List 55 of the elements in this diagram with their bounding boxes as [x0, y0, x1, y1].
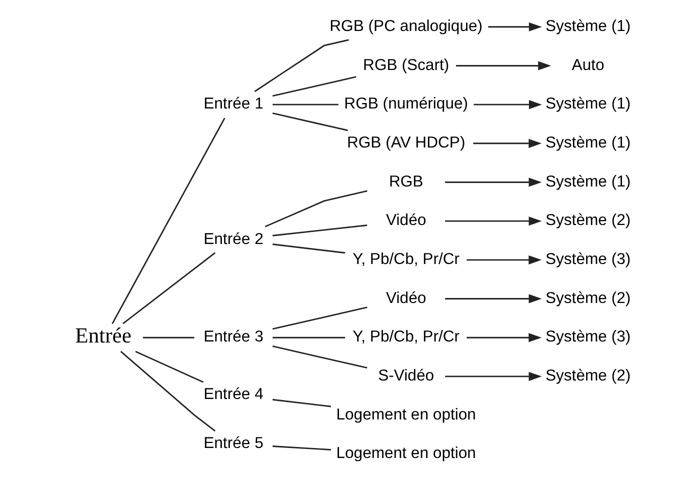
- arrow: [444, 372, 542, 381]
- connector: [264, 190, 367, 228]
- node-text: RGB (numérique): [344, 96, 468, 113]
- connector: [142, 336, 194, 338]
- connector: [272, 346, 367, 369]
- connector: [272, 104, 338, 106]
- node-text: Auto: [571, 56, 604, 74]
- node-text: RGB (PC analogique): [329, 18, 482, 35]
- node-text: Entrée 2: [203, 230, 263, 248]
- arrow: [456, 61, 551, 70]
- node-text: Système (3): [544, 250, 630, 268]
- node-text: S-Vidéo: [378, 367, 434, 384]
- arrow: [444, 178, 542, 187]
- arrow: [466, 255, 542, 264]
- node-text: Entrée 4: [203, 386, 263, 404]
- arrow: [473, 100, 542, 110]
- node-text: Système (1): [544, 18, 630, 35]
- node-text: Entrée 3: [203, 328, 263, 346]
- arrow: [472, 138, 542, 148]
- connector: [272, 76, 356, 97]
- connector: [272, 224, 367, 236]
- connector: [272, 446, 330, 450]
- arrow: [488, 22, 542, 32]
- node-text: Système (1): [544, 173, 630, 190]
- connector: [254, 39, 348, 92]
- node-text: Système (2): [544, 212, 630, 230]
- node-text: Système (1): [544, 134, 630, 152]
- node-text: Logement en option: [336, 406, 476, 424]
- node-text: Système (3): [544, 328, 630, 346]
- node-text: Entrée 1: [203, 96, 263, 113]
- connector: [272, 112, 348, 132]
- node-text: Vidéo: [386, 212, 426, 230]
- node-text: Entrée 5: [203, 435, 263, 452]
- node-text: RGB (Scart): [362, 56, 449, 74]
- node-text: Système (1): [544, 96, 630, 113]
- node-text: Y, Pb/Cb, Pr/Cr: [352, 328, 460, 346]
- node-text: RGB (AV HDCP): [346, 134, 465, 152]
- connector: [272, 244, 345, 254]
- node-text: Vidéo: [386, 290, 426, 307]
- node-text: Système (2): [544, 290, 630, 307]
- node-text: Logement en option: [336, 445, 476, 462]
- arrow: [466, 333, 542, 342]
- connector: [120, 350, 216, 432]
- connector: [122, 252, 215, 324]
- node-text: Système (2): [544, 367, 630, 384]
- node-text: Y, Pb/Cb, Pr/Cr: [352, 250, 460, 268]
- connector: [272, 336, 345, 338]
- node-text: RGB: [388, 173, 423, 190]
- connector: [111, 118, 225, 324]
- connector: [134, 350, 204, 383]
- connector: [272, 306, 367, 330]
- arrow: [444, 294, 542, 304]
- connector: [272, 398, 330, 408]
- arrow: [444, 216, 542, 226]
- node-text: Entrée: [74, 324, 131, 348]
